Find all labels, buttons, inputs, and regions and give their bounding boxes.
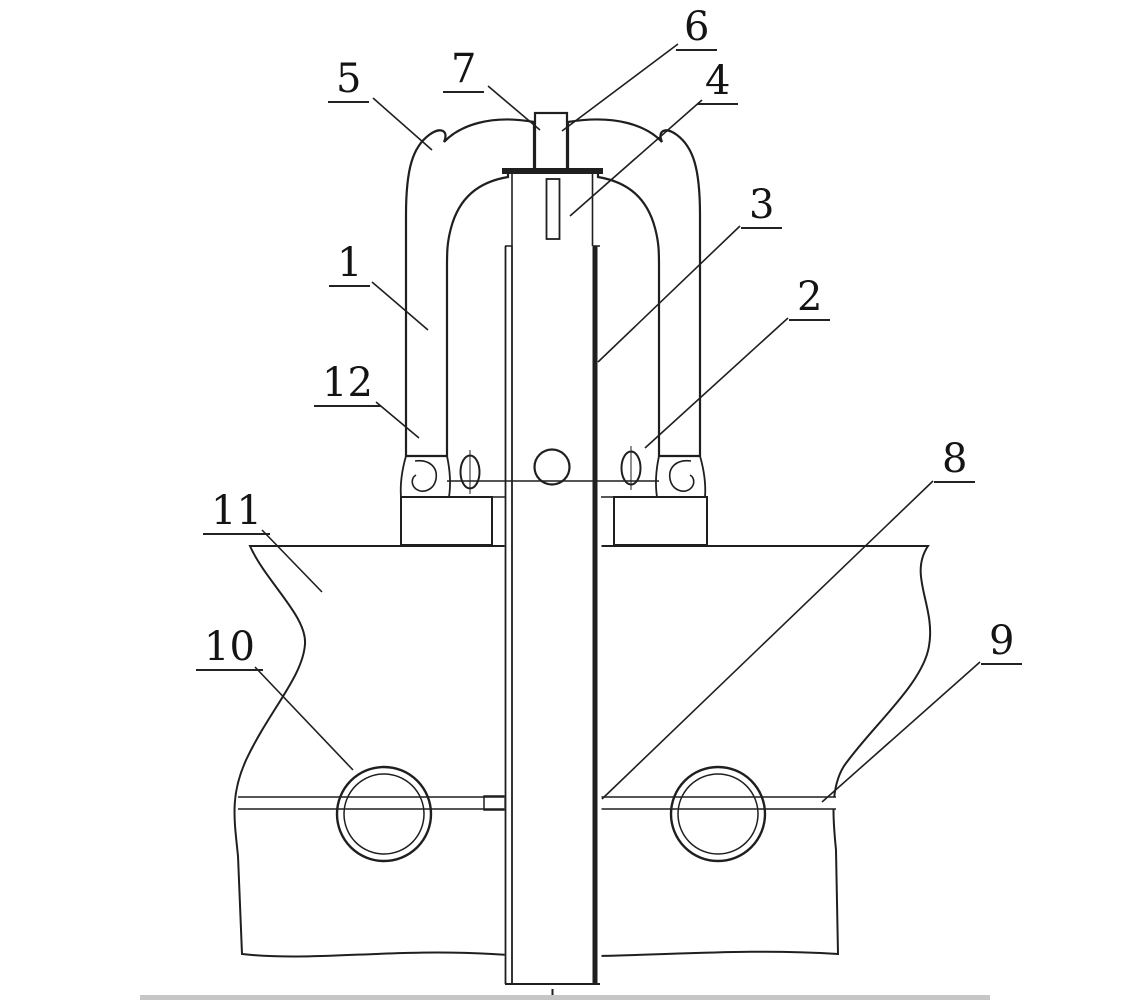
callout-8-label: 8 — [934, 438, 976, 483]
leader-8 — [601, 480, 934, 800]
callout-10: 10 — [196, 626, 263, 671]
leader-lines — [254, 43, 981, 803]
bolt-hole-right — [620, 450, 642, 486]
leader-5 — [372, 97, 433, 151]
leader-10 — [254, 666, 354, 771]
skirt-curl-right — [668, 459, 695, 492]
base-flange-left — [400, 496, 493, 546]
leader-6 — [561, 43, 679, 132]
leader-11 — [261, 529, 323, 593]
skirt-flares — [399, 455, 707, 498]
callout-8: 8 — [934, 438, 976, 483]
callout-2: 2 — [789, 276, 831, 321]
callout-12-label: 12 — [314, 362, 381, 407]
callout-7-label: 7 — [443, 48, 485, 93]
callout-4-label: 4 — [697, 60, 739, 105]
center-pipe-channel — [504, 170, 602, 986]
callout-6-label: 6 — [676, 6, 718, 51]
callout-9-label: 9 — [981, 620, 1023, 665]
callout-9: 9 — [981, 620, 1023, 665]
callout-6: 6 — [676, 6, 718, 51]
leader-7 — [487, 85, 541, 131]
callout-11-label: 11 — [203, 490, 270, 535]
callout-5: 5 — [328, 58, 370, 103]
leader-9 — [821, 661, 981, 803]
pipeline-circle-outlines — [335, 765, 767, 863]
callout-2-label: 2 — [789, 276, 831, 321]
leader-3 — [597, 225, 741, 363]
callout-4: 4 — [697, 60, 739, 105]
leader-1 — [371, 281, 429, 331]
inner-pipe — [502, 168, 603, 996]
skirt-curl-left — [411, 459, 438, 492]
callout-11: 11 — [203, 490, 270, 535]
callout-10-label: 10 — [196, 626, 263, 671]
base-flange-right — [613, 496, 708, 546]
sealing-plug — [533, 111, 569, 173]
callout-12: 12 — [314, 362, 381, 407]
leader-2 — [644, 317, 789, 449]
leader-4 — [569, 99, 703, 217]
pipeline-left-circle — [337, 767, 431, 861]
bolt-holes — [459, 446, 642, 494]
callout-3: 3 — [741, 184, 783, 229]
center-port — [533, 448, 571, 486]
leader-12 — [375, 401, 420, 439]
callout-3-label: 3 — [741, 184, 783, 229]
bolt-hole-left — [459, 454, 481, 490]
center-pin — [545, 178, 561, 240]
callout-5-label: 5 — [328, 58, 370, 103]
callout-1-label: 1 — [329, 242, 371, 287]
callout-7: 7 — [443, 48, 485, 93]
pipeline-right-circle — [671, 767, 765, 861]
callout-1: 1 — [329, 242, 371, 287]
scan-artifact — [140, 995, 990, 1000]
bell-wall-right — [566, 118, 702, 458]
